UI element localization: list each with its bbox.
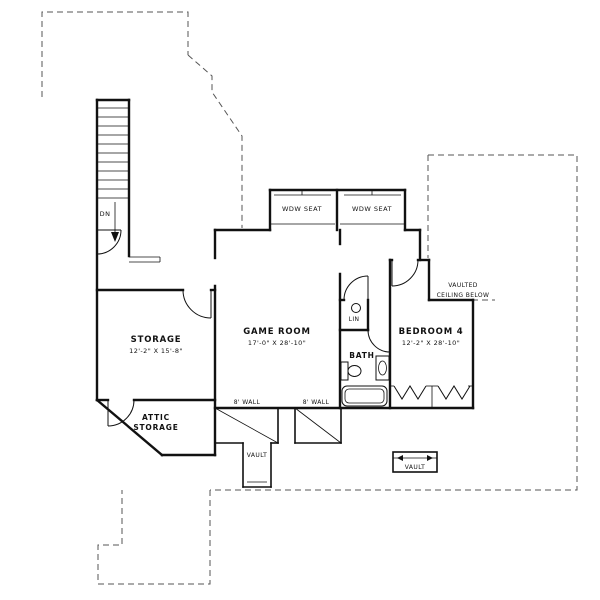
- roof-line-bottom-left: [97, 490, 211, 585]
- bath-door: [367, 329, 391, 353]
- staircase: DN: [95, 98, 161, 402]
- game-room-dims: 17'-0" X 28'-10": [248, 339, 306, 347]
- stair-treads: [97, 107, 129, 199]
- dormerB-diagonal: [294, 407, 342, 444]
- room-labels: WDW SEAT WDW SEAT STORAGE 12'-2" X 15'-8…: [129, 205, 489, 471]
- attic-diagonal-wall: [95, 398, 164, 457]
- attic-storage-label-line2: STORAGE: [133, 423, 178, 432]
- vault-dormer-box: [392, 451, 438, 473]
- vaulted-ceiling-label-line2: CEILING BELOW: [437, 292, 490, 299]
- bedroom-closet-doors: [390, 385, 473, 408]
- vault-shaft: [242, 442, 272, 488]
- vaulted-ceiling-label-line1: VAULTED: [448, 282, 478, 289]
- storage-room-dims: 12'-2" X 15'-8": [129, 347, 183, 355]
- roof-line-right: [210, 154, 578, 491]
- stair-railing: [129, 256, 161, 263]
- roof-line-step: [187, 54, 243, 228]
- window-seat-bays: [268, 188, 407, 232]
- linen-door: [343, 275, 369, 301]
- vault-label-center: VAULT: [247, 452, 267, 459]
- ceiling-fixture-icon: [351, 303, 361, 313]
- understair-door: [96, 229, 122, 255]
- bedroom4-name: BEDROOM 4: [399, 327, 464, 337]
- stair-direction-arrowhead: [111, 232, 119, 242]
- vault-label-right: VAULT: [405, 464, 425, 471]
- bottom-dormers: [214, 407, 342, 488]
- bedroom-door: [391, 259, 419, 287]
- bath-and-linen: [338, 275, 391, 407]
- linen-label: LIN: [349, 316, 360, 323]
- wall8-label-right: 8' WALL: [303, 399, 330, 406]
- roof-line-top-left: [41, 11, 189, 97]
- bedroom4-walls: [388, 228, 475, 410]
- storage-rooms: [95, 288, 217, 457]
- game-room-name: GAME ROOM: [243, 327, 310, 337]
- stairs-down-label: DN: [100, 210, 111, 218]
- bath-name: BATH: [349, 351, 375, 360]
- bathtub-icon: [341, 385, 388, 407]
- attic-storage-label-line1: ATTIC: [142, 413, 170, 422]
- dormerA-diagonal: [214, 407, 279, 444]
- window-seat-label-1: WDW SEAT: [282, 205, 322, 213]
- closet1-bifold: [393, 385, 427, 400]
- closet2-bifold: [437, 385, 471, 400]
- vault-arrow-right-icon: [427, 455, 433, 461]
- bedroom4-dims: 12'-2" X 28'-10": [402, 339, 460, 347]
- attic-storage-door: [107, 399, 135, 427]
- storage-room-name: STORAGE: [131, 335, 182, 345]
- wall8-label-left: 8' WALL: [234, 399, 261, 406]
- vanity-sink-icon: [375, 355, 390, 381]
- game-room-walls: [213, 228, 475, 457]
- vault-arrow-left-icon: [397, 455, 403, 461]
- roof-outline-dashed: [41, 11, 578, 585]
- window-seat-label-2: WDW SEAT: [352, 205, 392, 213]
- toilet-icon: [340, 361, 362, 381]
- storage-door: [182, 289, 212, 319]
